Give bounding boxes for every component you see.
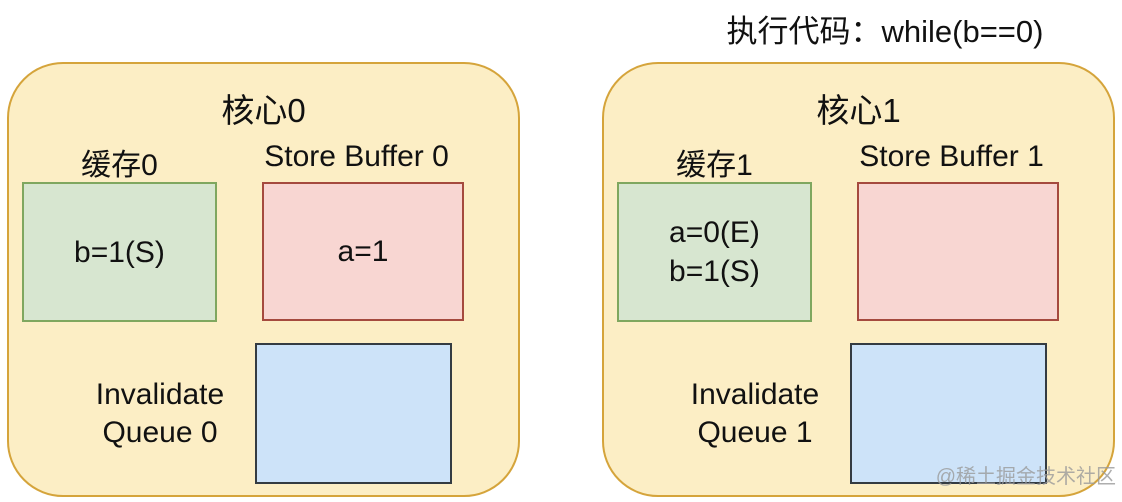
executed-code-label: 执行代码：while(b==0) (726, 14, 1044, 49)
core-0-cache-entry: b=1(S) (74, 235, 165, 269)
core-1-invalidate-queue-label: Invalidate Queue 1 (650, 376, 860, 452)
watermark-text: @稀土掘金技术社区 (935, 466, 1116, 488)
core-1-invalidate-queue-label-line2: Queue 1 (697, 416, 813, 449)
core-1-store-buffer-label: Store Buffer 1 (859, 140, 1044, 173)
core-0-store-buffer-box: a=1 (262, 182, 464, 321)
core-1-invalidate-queue-box (850, 343, 1047, 484)
core-0-cache-label: 缓存0 (81, 149, 158, 182)
core-1-title: 核心1 (816, 92, 901, 129)
core-0-invalidate-queue-label-line1: Invalidate (95, 378, 225, 411)
core-0-invalidate-queue-label-line2: Queue 0 (102, 416, 218, 449)
core-1-invalidate-queue-label-line1: Invalidate (690, 378, 820, 411)
core-0-store-buffer-entry: a=1 (337, 235, 389, 268)
core-0-store-buffer-label: Store Buffer 0 (264, 140, 449, 173)
core-0-container: 核心0 缓存0 Store Buffer 0 b=1(S) a=1 Invali… (7, 62, 520, 497)
core-1-cache-box: a=0(E) b=1(S) (617, 182, 812, 322)
core-1-cache-label: 缓存1 (676, 149, 753, 182)
core-1-cache-entry-2: b=1(S) (669, 255, 760, 288)
core-0-invalidate-queue-box (255, 343, 452, 484)
core-0-cache-box: b=1(S) (22, 182, 217, 322)
core-0-invalidate-queue-label: Invalidate Queue 0 (55, 376, 265, 452)
core-1-store-buffer-box (857, 182, 1059, 321)
core-1-container: 核心1 缓存1 Store Buffer 1 a=0(E) b=1(S) Inv… (602, 62, 1115, 497)
core-0-title: 核心0 (221, 92, 306, 129)
core-1-cache-entry-1: a=0(E) (669, 216, 760, 249)
